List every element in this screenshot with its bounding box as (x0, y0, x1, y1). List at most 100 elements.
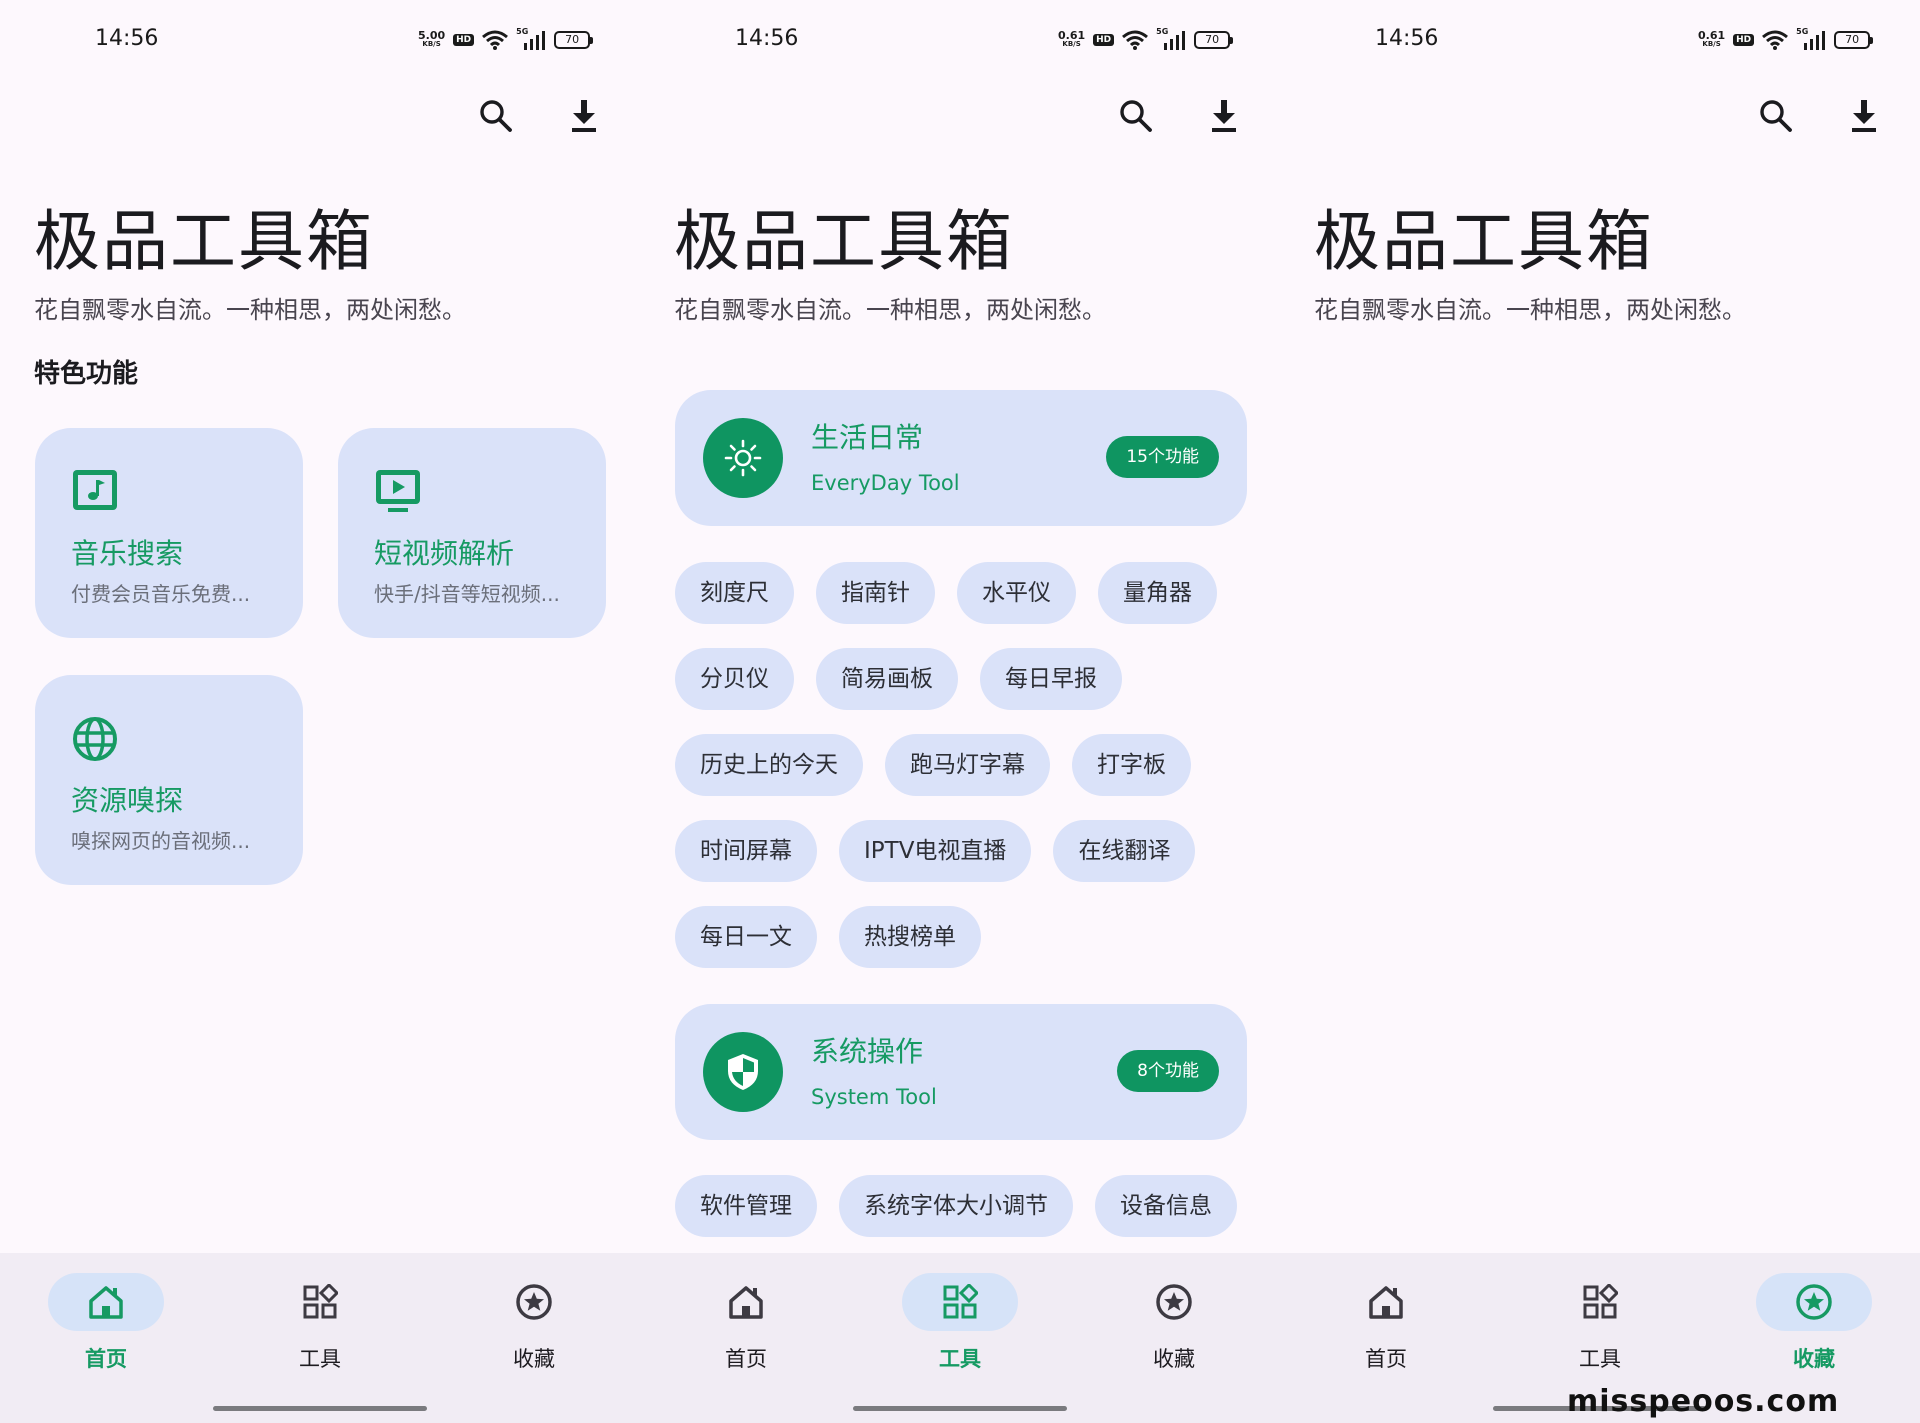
globe-icon (73, 717, 117, 761)
feature-description: 快手/抖音等短视频... (374, 582, 560, 606)
status-icons: 0.61 KB/S HD 5G 70 (1698, 27, 1874, 51)
tool-chip[interactable]: 量角器 (1098, 562, 1217, 624)
net-speed-unit: KB/S (422, 40, 441, 48)
category-icon (703, 1032, 783, 1112)
tool-chip[interactable]: 热搜榜单 (839, 906, 981, 968)
category-icon (703, 418, 783, 498)
tool-chip[interactable]: 指南针 (816, 562, 935, 624)
download-button[interactable] (1206, 96, 1242, 136)
screen-favorites: 14:56 0.61 KB/S HD 5G 70 极品工具箱 花自飘零水 (1280, 0, 1920, 1423)
bottom-navigation: 首页 工具 收藏 (640, 1253, 1280, 1423)
nav-label: 工具 (1579, 1347, 1621, 1371)
search-icon (1760, 100, 1792, 132)
home-icon (89, 1286, 123, 1319)
download-icon (572, 100, 596, 132)
tool-chip[interactable]: IPTV电视直播 (839, 820, 1032, 882)
download-button[interactable] (566, 96, 602, 136)
category-title: 生活日常 (811, 421, 924, 454)
download-button[interactable] (1846, 96, 1882, 136)
nav-item-favorites[interactable]: 收藏 (1749, 1273, 1879, 1383)
search-button[interactable] (1118, 96, 1154, 136)
feature-title: 音乐搜索 (71, 537, 184, 570)
bottom-navigation: 首页 工具 收藏 (0, 1253, 640, 1423)
nav-item-favorites[interactable]: 收藏 (469, 1273, 599, 1383)
feature-description: 付费会员音乐免费... (71, 582, 251, 606)
network-type: 5G (1156, 27, 1169, 36)
nav-item-tools[interactable]: 工具 (1535, 1273, 1665, 1383)
category-subtitle: System Tool (811, 1085, 937, 1109)
tool-chip[interactable]: 在线翻译 (1053, 820, 1196, 882)
star-circle-icon (1796, 1284, 1832, 1320)
tool-chip[interactable]: 每日早报 (980, 648, 1122, 710)
nav-item-tools[interactable]: 工具 (255, 1273, 385, 1383)
tool-chip[interactable]: 设备信息 (1095, 1175, 1237, 1237)
home-icon (729, 1286, 763, 1319)
grid-icon (1583, 1284, 1618, 1319)
tool-chip[interactable]: 系统字体大小调节 (839, 1175, 1073, 1237)
search-icon (480, 100, 512, 132)
network-type: 5G (516, 27, 529, 36)
search-button[interactable] (478, 96, 514, 136)
feature-card-music-search[interactable]: 音乐搜索 付费会员音乐免费... (35, 428, 303, 638)
battery-level: 70 (1194, 31, 1231, 49)
category-card-system[interactable]: 系统操作 System Tool 8个功能 (675, 1004, 1247, 1140)
status-time: 14:56 (95, 26, 159, 51)
tool-chip[interactable]: 打字板 (1072, 734, 1191, 796)
tool-chip[interactable]: 时间屏幕 (675, 820, 817, 882)
app-subtitle: 花自飘零水自流。一种相思，两处闲愁。 (34, 296, 466, 324)
net-speed-value: 5.00 (418, 29, 446, 42)
feature-title: 短视频解析 (374, 537, 515, 570)
home-indicator (853, 1406, 1067, 1411)
wifi-icon (1122, 30, 1149, 50)
tool-chip[interactable]: 每日一文 (675, 906, 817, 968)
feature-title: 资源嗅探 (71, 784, 184, 817)
nav-item-tools[interactable]: 工具 (895, 1273, 1025, 1383)
tool-chip[interactable]: 水平仪 (957, 562, 1076, 624)
nav-label: 首页 (1365, 1347, 1407, 1371)
feature-card-video-parse[interactable]: 短视频解析 快手/抖音等短视频... (338, 428, 606, 638)
battery-icon: 70 (554, 31, 594, 49)
tool-chip[interactable]: 简易画板 (816, 648, 958, 710)
category-subtitle: EveryDay Tool (811, 471, 960, 495)
feature-count-badge: 15个功能 (1106, 436, 1219, 478)
battery-icon: 70 (1194, 31, 1234, 49)
tool-chip[interactable]: 跑马灯字幕 (885, 734, 1050, 796)
nav-label: 首页 (85, 1347, 127, 1371)
search-icon (1120, 100, 1152, 132)
status-bar: 14:56 0.61 KB/S HD 5G 70 (640, 0, 1280, 80)
tool-chip[interactable]: 历史上的今天 (675, 734, 863, 796)
nav-item-home[interactable]: 首页 (41, 1273, 171, 1383)
nav-item-home[interactable]: 首页 (681, 1273, 811, 1383)
category-card-daily[interactable]: 生活日常 EveryDay Tool 15个功能 (675, 390, 1247, 526)
feature-count-badge: 8个功能 (1117, 1050, 1219, 1092)
section-title: 特色功能 (34, 359, 139, 389)
tool-chip[interactable]: 刻度尺 (675, 562, 794, 624)
status-time: 14:56 (1375, 26, 1439, 51)
status-bar: 14:56 5.00 KB/S HD 5G 70 (0, 0, 640, 80)
music-icon (73, 470, 117, 510)
nav-label: 工具 (299, 1347, 341, 1371)
nav-item-home[interactable]: 首页 (1321, 1273, 1451, 1383)
sun-icon (724, 439, 762, 477)
nav-label: 收藏 (1793, 1347, 1835, 1371)
tool-chip[interactable]: 软件管理 (675, 1175, 817, 1237)
home-icon (1369, 1286, 1403, 1319)
net-speed-unit: KB/S (1702, 40, 1721, 48)
net-speed: 0.61 KB/S (1058, 29, 1086, 49)
daily-tool-chips: 刻度尺 指南针 水平仪 量角器 分贝仪 简易画板 每日早报 历史上的今天 跑马灯… (675, 562, 1250, 968)
system-tool-chips: 软件管理 系统字体大小调节 设备信息 (675, 1175, 1250, 1237)
cell-signal-icon: 5G (1796, 27, 1826, 51)
feature-card-resource-sniff[interactable]: 资源嗅探 嗅探网页的音视频... (35, 675, 303, 885)
download-icon (1212, 100, 1236, 132)
home-indicator (213, 1406, 427, 1411)
nav-item-favorites[interactable]: 收藏 (1109, 1273, 1239, 1383)
hd-icon: HD (1093, 34, 1115, 46)
toolbar (1758, 96, 1882, 136)
app-title: 极品工具箱 (1314, 203, 1654, 280)
bottom-navigation: 首页 工具 收藏 (1280, 1253, 1920, 1423)
search-button[interactable] (1758, 96, 1794, 136)
video-icon (376, 470, 420, 512)
tool-chip[interactable]: 分贝仪 (675, 648, 794, 710)
status-bar: 14:56 0.61 KB/S HD 5G 70 (1280, 0, 1920, 80)
net-speed-value: 0.61 (1058, 29, 1086, 42)
